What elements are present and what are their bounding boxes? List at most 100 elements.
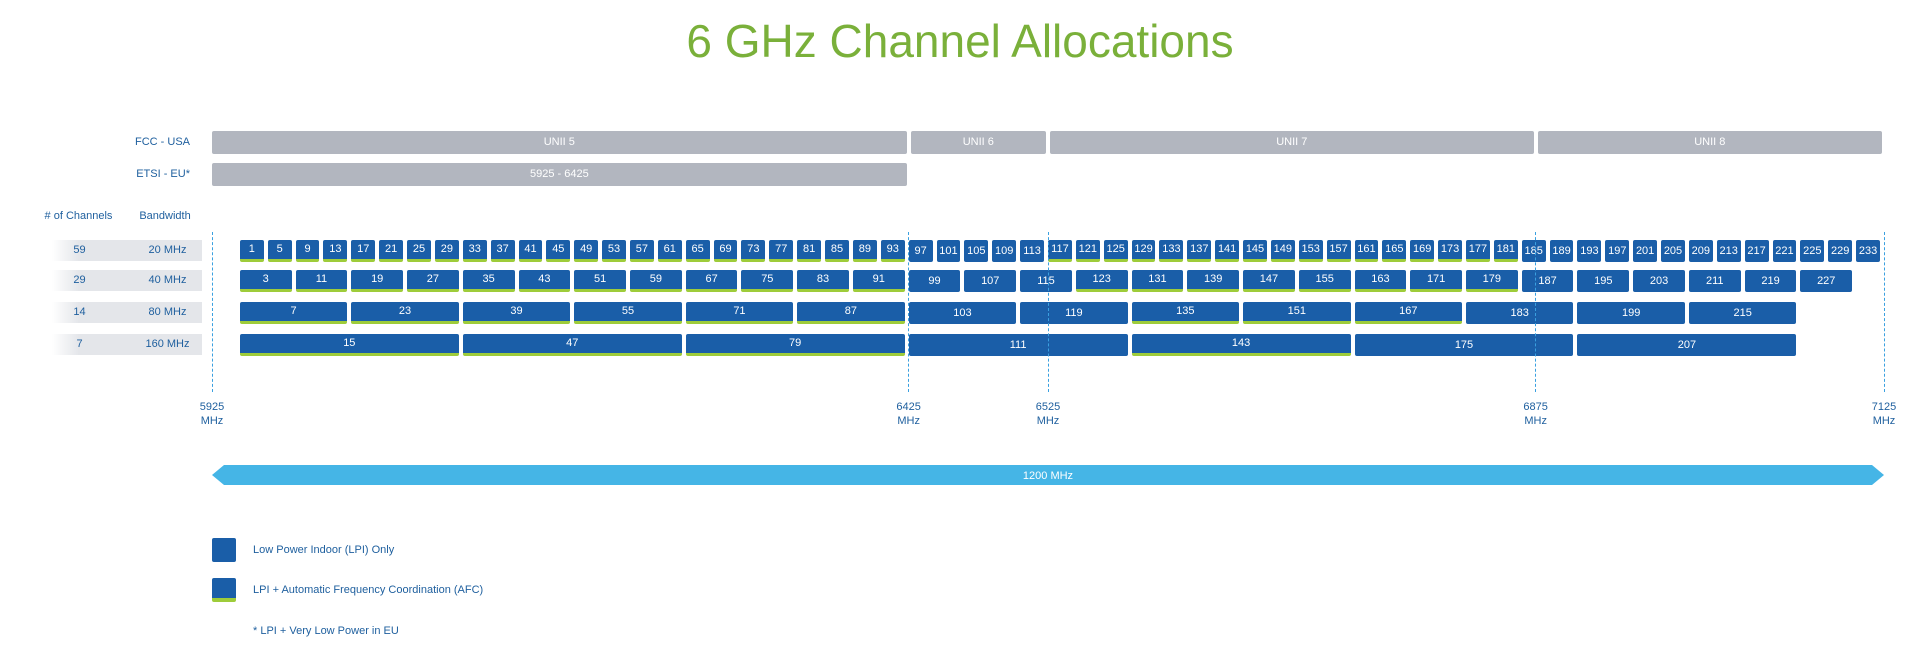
channel-89-20mhz: 89 xyxy=(852,240,877,262)
channel-115-40mhz: 115 xyxy=(1020,270,1072,292)
row-80mhz-count: 14 xyxy=(73,306,86,318)
row-80mhz-background xyxy=(52,302,202,323)
channel-73-20mhz: 73 xyxy=(741,240,766,262)
channel-17-20mhz: 17 xyxy=(351,240,376,262)
marker-value: 5925 xyxy=(199,401,225,413)
channel-213-20mhz: 213 xyxy=(1716,240,1741,262)
channel-69-20mhz: 69 xyxy=(713,240,738,262)
channel-129-20mhz: 129 xyxy=(1131,240,1156,262)
channel-203-40mhz: 203 xyxy=(1633,270,1685,292)
channel-27-40mhz: 27 xyxy=(407,270,459,292)
row-80mhz-bandwidth: 80 MHz xyxy=(148,306,187,318)
row-40mhz-background xyxy=(52,270,202,291)
channel-101-20mhz: 101 xyxy=(936,240,961,262)
legend-lpi-swatch xyxy=(212,538,236,562)
channel-59-40mhz: 59 xyxy=(630,270,682,292)
fcc-band-unii-5: UNII 5 xyxy=(212,131,907,154)
channel-67-40mhz: 67 xyxy=(685,270,738,292)
channel-29-20mhz: 29 xyxy=(434,240,459,262)
channel-157-20mhz: 157 xyxy=(1326,240,1351,262)
marker-line-5925 xyxy=(211,232,213,392)
fcc-band-unii-7: UNII 7 xyxy=(1050,131,1534,154)
fcc-band-unii-6: UNII 6 xyxy=(910,131,1046,154)
legend-eu-note: * LPI + Very Low Power in EU xyxy=(253,625,399,637)
channel-53-20mhz: 53 xyxy=(602,240,626,262)
channel-169-20mhz: 169 xyxy=(1410,240,1435,262)
row-40mhz-bandwidth: 40 MHz xyxy=(148,274,187,286)
channel-207-160mhz: 207 xyxy=(1577,334,1797,356)
channel-49-20mhz: 49 xyxy=(574,240,599,262)
channel-47-160mhz: 47 xyxy=(462,334,682,356)
channel-163-40mhz: 163 xyxy=(1354,270,1407,292)
legend-lpi-label: Low Power Indoor (LPI) Only xyxy=(253,544,395,556)
row-20mhz-count: 59 xyxy=(73,244,86,256)
row-20mhz-background xyxy=(52,240,202,261)
channel-135-80mhz: 135 xyxy=(1131,302,1240,324)
channel-85-20mhz: 85 xyxy=(825,240,849,262)
channel-199-80mhz: 199 xyxy=(1577,302,1685,324)
marker-unit: MHz xyxy=(200,415,224,427)
channel-103-80mhz: 103 xyxy=(908,302,1017,324)
channel-51-40mhz: 51 xyxy=(574,270,626,292)
channel-187-40mhz: 187 xyxy=(1521,270,1574,292)
span-label: 1200 MHz xyxy=(1023,470,1073,482)
channel-61-20mhz: 61 xyxy=(657,240,682,262)
channel-123-40mhz: 123 xyxy=(1075,270,1128,292)
channel-93-20mhz: 93 xyxy=(880,240,905,262)
span-arrow-shape xyxy=(212,465,1884,485)
channel-75-40mhz: 75 xyxy=(741,270,794,292)
channel-201-20mhz: 201 xyxy=(1633,240,1658,262)
etsi-row-label: ETSI - EU* xyxy=(136,168,190,180)
channel-45-20mhz: 45 xyxy=(546,240,571,262)
channel-33-20mhz: 33 xyxy=(462,240,487,262)
channel-167-80mhz: 167 xyxy=(1354,302,1462,324)
channel-35-40mhz: 35 xyxy=(462,270,515,292)
channel-19-40mhz: 19 xyxy=(351,270,404,292)
channel-147-40mhz: 147 xyxy=(1243,270,1295,292)
channels-column-header: # of Channels xyxy=(44,210,113,222)
marker-value: 7125 xyxy=(1871,401,1897,413)
span-arrow: 1200 MHz xyxy=(212,465,1884,485)
channel-173-20mhz: 173 xyxy=(1438,240,1462,262)
channel-155-40mhz: 155 xyxy=(1298,270,1351,292)
channel-193-20mhz: 193 xyxy=(1577,240,1602,262)
channel-189-20mhz: 189 xyxy=(1549,240,1574,262)
channel-83-40mhz: 83 xyxy=(797,270,849,292)
channel-87-80mhz: 87 xyxy=(797,302,905,324)
channel-195-40mhz: 195 xyxy=(1577,270,1630,292)
channel-5-20mhz: 5 xyxy=(267,240,292,262)
channel-183-80mhz: 183 xyxy=(1466,302,1574,324)
legend-afc-swatch xyxy=(212,578,236,602)
channel-149-20mhz: 149 xyxy=(1270,240,1295,262)
channel-125-20mhz: 125 xyxy=(1103,240,1128,262)
channel-233-20mhz: 233 xyxy=(1856,240,1880,262)
fcc-band-unii-8: UNII 8 xyxy=(1537,131,1882,154)
channel-81-20mhz: 81 xyxy=(797,240,822,262)
marker-value: 6425 xyxy=(896,401,921,413)
channel-143-160mhz: 143 xyxy=(1131,334,1351,356)
marker-line-6875 xyxy=(1535,232,1537,392)
channel-9-20mhz: 9 xyxy=(295,240,320,262)
channel-215-80mhz: 215 xyxy=(1688,302,1797,324)
channel-145-20mhz: 145 xyxy=(1243,240,1267,262)
row-20mhz-bandwidth: 20 MHz xyxy=(148,244,187,256)
channel-97-20mhz: 97 xyxy=(908,240,933,262)
channel-7-80mhz: 7 xyxy=(239,302,348,324)
channel-77-20mhz: 77 xyxy=(769,240,794,262)
channel-43-40mhz: 43 xyxy=(518,270,571,292)
channel-91-40mhz: 91 xyxy=(852,270,905,292)
channel-179-40mhz: 179 xyxy=(1466,270,1518,292)
channel-15-160mhz: 15 xyxy=(239,334,459,356)
channel-225-20mhz: 225 xyxy=(1800,240,1825,262)
channel-139-40mhz: 139 xyxy=(1187,270,1240,292)
marker-line-6525 xyxy=(1047,232,1049,392)
channel-221-20mhz: 221 xyxy=(1772,240,1797,262)
page-title: 6 GHz Channel Allocations xyxy=(686,15,1234,67)
bandwidth-column-header: Bandwidth xyxy=(139,210,191,222)
marker-unit: MHz xyxy=(1872,415,1896,427)
channel-65-20mhz: 65 xyxy=(685,240,710,262)
